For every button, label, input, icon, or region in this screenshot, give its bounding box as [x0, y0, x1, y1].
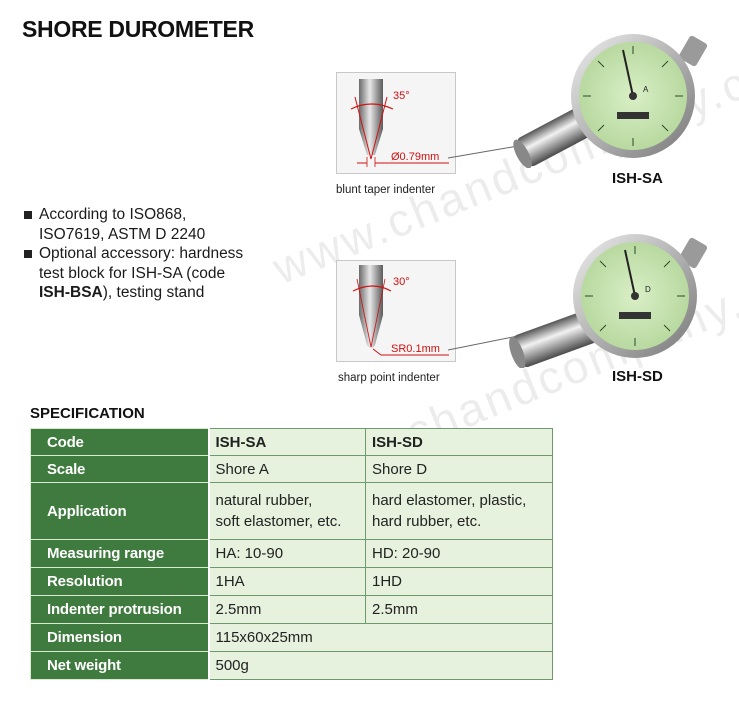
spec-label: Dimension	[30, 623, 210, 652]
angle-label: 35°	[393, 90, 410, 102]
indenter-caption: sharp point indenter	[338, 372, 440, 384]
spec-value-sd: Shore D	[365, 455, 553, 483]
spec-value-sd: 2.5mm	[365, 595, 553, 624]
feature-list: According to ISO868, ISO7619, ASTM D 224…	[24, 205, 259, 303]
table-row: Dimension 115x60x25mm	[30, 623, 553, 652]
durometer-image-sd: D	[509, 234, 708, 368]
table-row: Indenter protrusion 2.5mm 2.5mm	[30, 595, 553, 624]
spec-value-sa: 1HA	[208, 567, 366, 596]
spec-line: natural rubber,	[215, 492, 313, 509]
callout-lines	[448, 145, 519, 351]
spec-value-sa: natural rubber, soft elastomer, etc.	[208, 482, 366, 540]
spec-label: Scale	[30, 455, 210, 483]
dial-marking: A	[643, 85, 649, 94]
feature-code: ISH-BSA	[39, 284, 103, 301]
indenter-diagram-sharp: 30° SR0.1mm	[336, 260, 456, 362]
spec-value-both: 115x60x25mm	[208, 623, 553, 652]
tip-label: Ø0.79mm	[391, 151, 439, 163]
spec-value-sa: HA: 10-90	[208, 539, 366, 568]
blunt-indenter-drawing: 35° Ø0.79mm	[350, 79, 449, 167]
tip-label: SR0.1mm	[391, 343, 440, 355]
spec-line: hard elastomer, plastic,	[372, 492, 527, 509]
feature-item: Optional accessory: hardness test block …	[24, 244, 259, 303]
table-row: Resolution 1HA 1HD	[30, 567, 553, 596]
spec-value-sa: 2.5mm	[208, 595, 366, 624]
feature-text: According to ISO868, ISO7619, ASTM D 224…	[39, 206, 206, 243]
spec-label: Code	[30, 428, 210, 456]
spec-value-sd: hard elastomer, plastic, hard rubber, et…	[365, 482, 553, 540]
spec-label: Measuring range	[30, 539, 210, 568]
durometer-image-sa: A	[513, 34, 708, 168]
spec-line: hard rubber, etc.	[372, 513, 482, 530]
spec-label: Indenter protrusion	[30, 595, 210, 624]
feature-item: According to ISO868, ISO7619, ASTM D 224…	[24, 205, 259, 244]
indenter-diagram-blunt: 35° Ø0.79mm	[336, 72, 456, 174]
table-row: Code ISH-SA ISH-SD	[30, 428, 553, 456]
spec-table: Code ISH-SA ISH-SD Scale Shore A Shore D…	[30, 428, 553, 680]
table-row: Net weight 500g	[30, 651, 553, 680]
page-title: SHORE DUROMETER	[22, 16, 254, 42]
spec-heading: SPECIFICATION	[30, 405, 145, 422]
spec-value-sd: 1HD	[365, 567, 553, 596]
table-row: Measuring range HA: 10-90 HD: 20-90	[30, 539, 553, 568]
spec-value-sd: ISH-SD	[365, 428, 553, 456]
feature-text: ), testing stand	[102, 284, 205, 301]
model-label: ISH-SA	[612, 170, 663, 187]
spec-value-sa: ISH-SA	[208, 428, 366, 456]
model-label: ISH-SD	[612, 368, 663, 385]
spec-value-sd: HD: 20-90	[365, 539, 553, 568]
table-row: Application natural rubber, soft elastom…	[30, 482, 553, 540]
spec-line: soft elastomer, etc.	[215, 513, 342, 530]
spec-value-both: 500g	[208, 651, 553, 680]
feature-text: Optional accessory: hardness test block …	[39, 245, 244, 282]
table-row: Scale Shore A Shore D	[30, 455, 553, 483]
dial-marking: D	[645, 285, 651, 294]
sharp-indenter-drawing: 30° SR0.1mm	[352, 265, 449, 356]
indenter-caption: blunt taper indenter	[336, 184, 436, 196]
spec-value-sa: Shore A	[208, 455, 366, 483]
spec-label: Net weight	[30, 651, 210, 680]
spec-label: Application	[30, 482, 210, 540]
angle-label: 30°	[393, 276, 410, 288]
spec-label: Resolution	[30, 567, 210, 596]
